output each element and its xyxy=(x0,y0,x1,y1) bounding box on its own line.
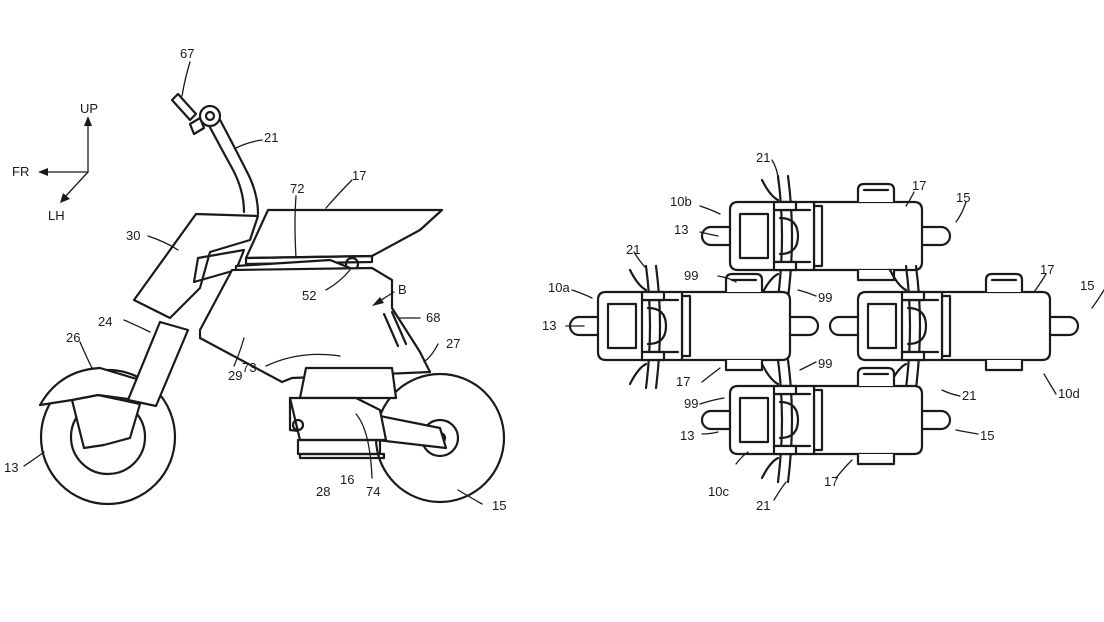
axis-up-label: UP xyxy=(80,101,98,116)
label-67: 67 xyxy=(180,46,194,61)
label-13-top: 13 xyxy=(674,222,688,237)
label-13-left: 13 xyxy=(542,318,556,333)
side-view-scooter: B 67 21 17 72 30 52 68 24 26 29 27 73 13… xyxy=(4,46,506,513)
label-21-top: 21 xyxy=(756,150,770,165)
label-29: 29 xyxy=(228,368,242,383)
top-view-scooter-10a xyxy=(568,264,820,390)
label-15-right: 15 xyxy=(1080,278,1094,293)
label-99-c: 99 xyxy=(818,356,832,371)
label-52: 52 xyxy=(302,288,316,303)
axis-front-label: FR xyxy=(12,164,29,179)
label-74: 74 xyxy=(366,484,380,499)
label-17-left: 17 xyxy=(676,374,690,389)
label-13: 13 xyxy=(4,460,18,475)
label-21-bottom: 21 xyxy=(756,498,770,513)
label-30: 30 xyxy=(126,228,140,243)
label-26: 26 xyxy=(66,330,80,345)
label-24: 24 xyxy=(98,314,112,329)
label-99-b: 99 xyxy=(818,290,832,305)
label-27: 27 xyxy=(446,336,460,351)
top-view-labels: 21 10b 17 15 13 21 99 10a 99 17 15 13 99… xyxy=(542,150,1104,513)
label-17-right: 17 xyxy=(1040,262,1054,277)
label-21-right: 21 xyxy=(962,388,976,403)
label-10b: 10b xyxy=(670,194,692,209)
label-15-top: 15 xyxy=(956,190,970,205)
label-10a: 10a xyxy=(548,280,570,295)
label-10d: 10d xyxy=(1058,386,1080,401)
top-view-scooter-10c xyxy=(700,358,952,484)
label-72: 72 xyxy=(290,181,304,196)
label-99-a: 99 xyxy=(684,268,698,283)
label-13-bottom: 13 xyxy=(680,428,694,443)
label-68: 68 xyxy=(426,310,440,325)
label-15-bottom: 15 xyxy=(980,428,994,443)
label-21-mid: 21 xyxy=(626,242,640,257)
view-arrow-label: B xyxy=(398,282,407,297)
label-15: 15 xyxy=(492,498,506,513)
label-16: 16 xyxy=(340,472,354,487)
label-21: 21 xyxy=(264,130,278,145)
label-28: 28 xyxy=(316,484,330,499)
label-17-bottom: 17 xyxy=(824,474,838,489)
label-73: 73 xyxy=(242,360,256,375)
label-99-d: 99 xyxy=(684,396,698,411)
orientation-axes: UP FR LH xyxy=(12,101,98,223)
axis-left-label: LH xyxy=(48,208,65,223)
label-17-top: 17 xyxy=(912,178,926,193)
label-17: 17 xyxy=(352,168,366,183)
label-10c: 10c xyxy=(708,484,729,499)
